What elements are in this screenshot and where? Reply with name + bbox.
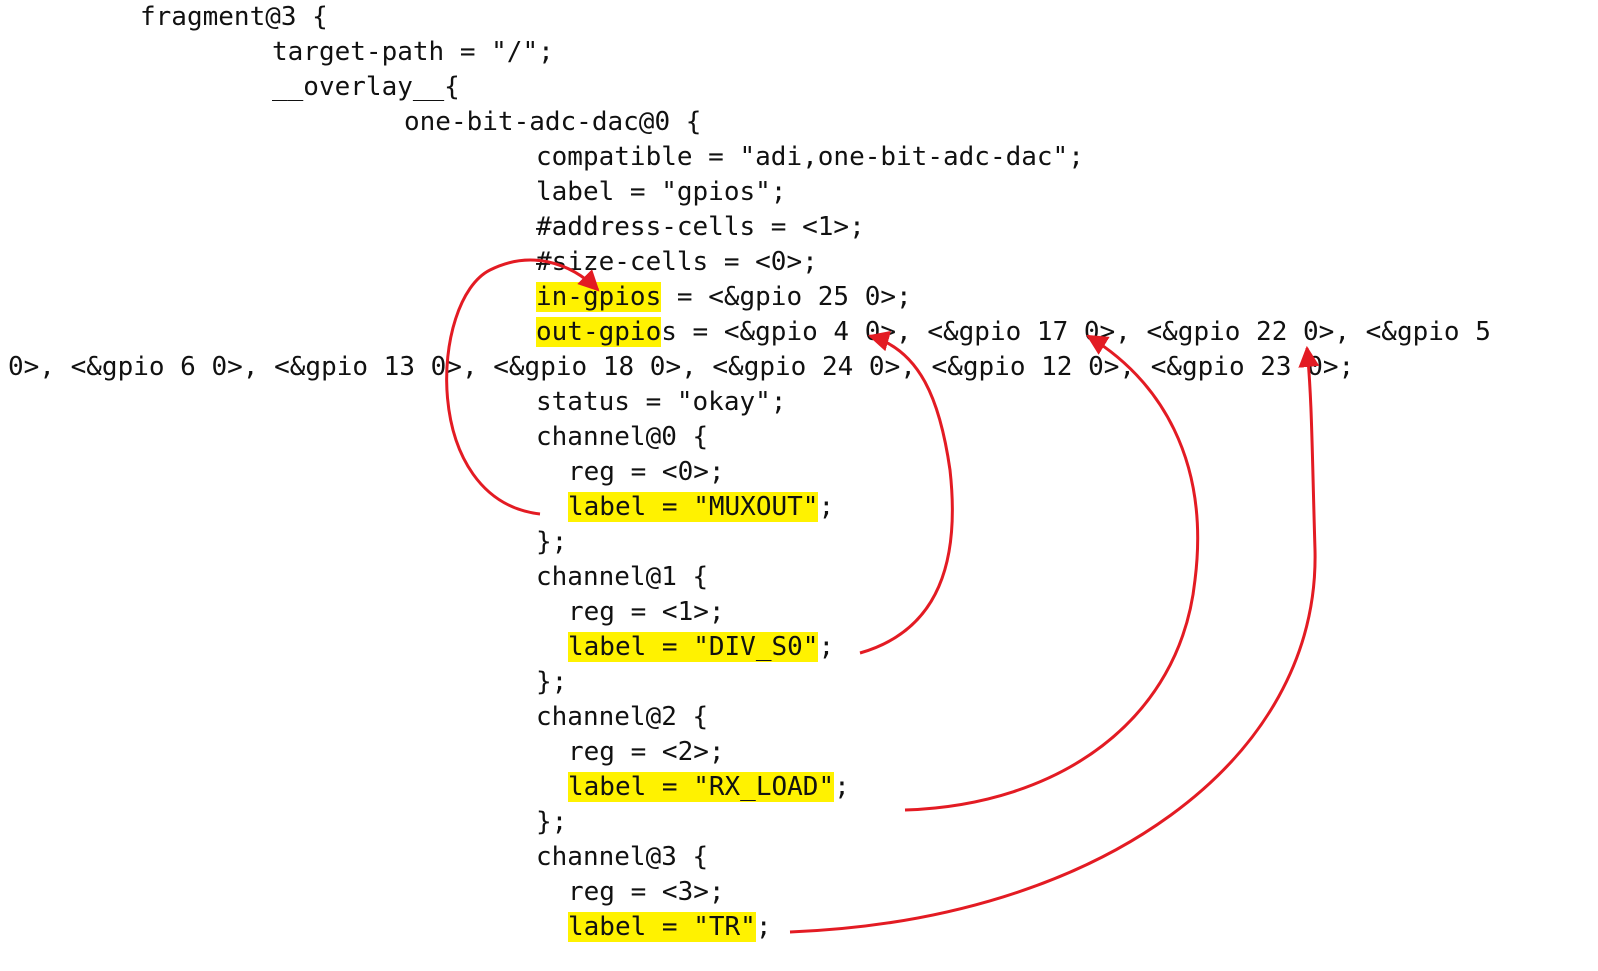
code-line-overlay: __overlay__{: [272, 72, 460, 102]
in-gpios-highlight: in-gpios: [536, 282, 662, 312]
code-line-reg2: reg = <2>;: [568, 737, 725, 767]
code-line-channel1: channel@1 {: [536, 562, 709, 592]
code-line-out-gpios: out-gpios = <&gpio 4 0>, <&gpio 17 0>, <…: [536, 315, 1491, 350]
code-line-channel0: channel@0 {: [536, 422, 709, 452]
code-line-status: status = "okay";: [536, 387, 787, 417]
out-gpios-value: s = <&gpio 4 0>, <&gpio 17 0>, <&gpio 22…: [661, 317, 1491, 347]
arrow-tr-to-gpio-22: [789, 345, 1320, 934]
code-line-address-cells: #address-cells = <1>;: [536, 212, 865, 242]
code-line-fragment: fragment@3 {: [140, 2, 328, 32]
code-line-reg0: reg = <0>;: [568, 457, 725, 487]
code-line-target-path: target-path = "/";: [272, 37, 554, 67]
code-line-compatible: compatible = "adi,one-bit-adc-dac";: [536, 142, 1084, 172]
code-line-channel3: channel@3 {: [536, 842, 709, 872]
code-line-label-rx-load: label = "RX_LOAD";: [568, 772, 850, 802]
arrow-rx-load-to-gpio-17: [904, 334, 1200, 812]
code-line-label-tr: label = "TR";: [568, 912, 772, 942]
code-line-node: one-bit-adc-dac@0 {: [404, 107, 702, 137]
out-gpios-highlight: out-gpio: [536, 317, 662, 347]
code-line-reg1: reg = <1>;: [568, 597, 725, 627]
rx-load-highlight: label = "RX_LOAD": [568, 772, 835, 802]
code-line-label-gpios: label = "gpios";: [536, 177, 787, 207]
code-line-in-gpios: in-gpios = <&gpio 25 0>;: [536, 280, 912, 315]
code-line-reg3: reg = <3>;: [568, 877, 725, 907]
code-line-label-div-s0: label = "DIV_S0";: [568, 632, 835, 662]
code-line-close2: };: [536, 807, 568, 837]
code-line-close0: };: [536, 527, 568, 557]
muxout-highlight: label = "MUXOUT": [568, 492, 819, 522]
code-line-size-cells: #size-cells = <0>;: [536, 247, 818, 277]
tr-highlight: label = "TR": [568, 912, 756, 942]
code-line-out-gpios-cont: 0>, <&gpio 6 0>, <&gpio 13 0>, <&gpio 18…: [8, 352, 1355, 382]
code-line-close1: };: [536, 667, 568, 697]
code-line-label-muxout: label = "MUXOUT";: [568, 492, 835, 522]
in-gpios-value: = <&gpio 25 0>;: [661, 282, 912, 312]
div-s0-highlight: label = "DIV_S0": [568, 632, 819, 662]
code-line-channel2: channel@2 {: [536, 702, 709, 732]
